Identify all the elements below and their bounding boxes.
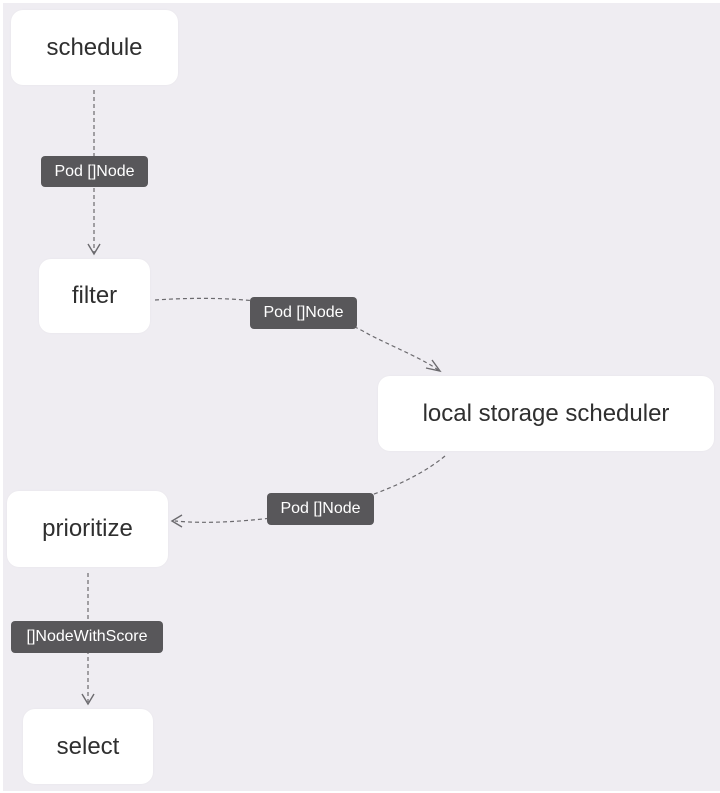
node-schedule: schedule xyxy=(11,10,178,85)
arrowhead-filter xyxy=(87,243,101,256)
node-prioritize: prioritize xyxy=(7,491,168,567)
edge-label-filter-to-local-storage-scheduler: Pod []Node xyxy=(250,297,357,329)
node-local-storage-scheduler: local storage scheduler xyxy=(378,376,714,451)
arrowhead-select xyxy=(81,693,95,706)
edge-label-local-storage-scheduler-to-prioritize: Pod []Node xyxy=(267,493,374,525)
edge-label-schedule-to-filter: Pod []Node xyxy=(41,156,148,187)
node-select: select xyxy=(23,709,153,784)
arrowhead-prioritize xyxy=(170,514,183,528)
arrowhead-local-storage-scheduler xyxy=(425,359,442,373)
edge-label-prioritize-to-select: []NodeWithScore xyxy=(11,621,163,653)
node-filter: filter xyxy=(39,259,150,333)
